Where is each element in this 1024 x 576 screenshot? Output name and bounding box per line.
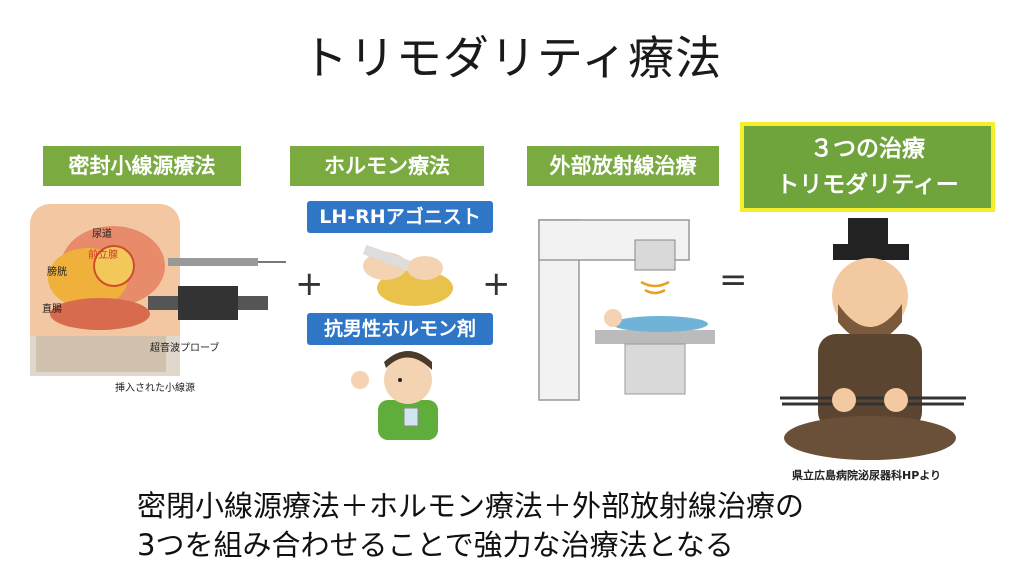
label-hormone-therapy: ホルモン療法 bbox=[290, 146, 484, 186]
source-credit: 県立広島病院泌尿器科HPより bbox=[792, 469, 942, 482]
result-line-1: ３つの治療 bbox=[810, 136, 925, 162]
injection-illustration bbox=[362, 244, 453, 306]
caption-line-1: 密閉小線源療法＋ホルモン療法＋外部放射線治療の bbox=[137, 489, 805, 523]
label-antiandrogen: 抗男性ホルモン剤 bbox=[307, 313, 493, 345]
label-brachytherapy: 密封小線源療法 bbox=[43, 146, 241, 186]
samurai-illustration bbox=[780, 218, 966, 460]
result-trimodality-box: ３つの治療 トリモダリティー bbox=[740, 122, 995, 212]
label-external-radiation: 外部放射線治療 bbox=[527, 146, 719, 186]
label-lhrh-agonist: LH-RHアゴニスト bbox=[307, 201, 493, 233]
anatomy-bladder: 膀胱 bbox=[47, 267, 67, 278]
plus-operator-1: + bbox=[295, 264, 324, 304]
anatomy-urethra: 尿道 bbox=[92, 229, 112, 240]
anatomy-seed: 挿入された小線源 bbox=[115, 383, 195, 394]
caption-line-2: 3つを組み合わせることで強力な治療法となる bbox=[137, 528, 734, 562]
result-line-2: トリモダリティー bbox=[776, 172, 959, 198]
brachytherapy-illustration bbox=[30, 204, 286, 376]
equals-operator: = bbox=[719, 260, 748, 300]
anatomy-probe: 超音波プローブ bbox=[150, 343, 220, 354]
plus-operator-2: + bbox=[482, 264, 511, 304]
anatomy-prostate: 前立腺 bbox=[88, 250, 118, 261]
anatomy-rectum: 直腸 bbox=[42, 304, 62, 315]
external-radiation-illustration bbox=[538, 219, 715, 401]
pill-man-illustration bbox=[351, 351, 438, 440]
page-title: トリモダリティ療法 bbox=[301, 31, 723, 85]
